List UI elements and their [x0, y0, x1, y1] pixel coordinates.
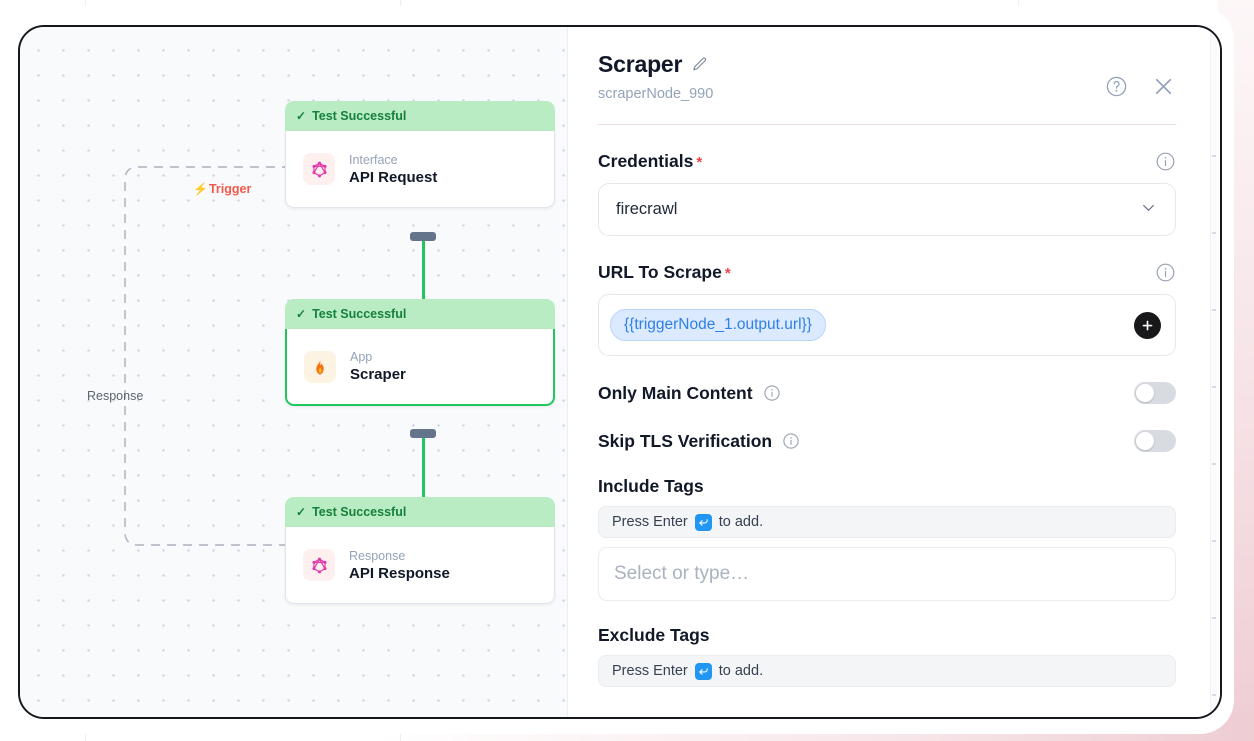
- help-circle-icon[interactable]: [1105, 75, 1128, 98]
- credentials-select[interactable]: firecrawl: [598, 183, 1176, 236]
- node-kind-label: Response: [349, 548, 406, 563]
- only-main-content-label: Only Main Content: [598, 382, 753, 403]
- credentials-value: firecrawl: [616, 200, 678, 218]
- app-panel: ⚡ Trigger Response ✓ Test Successful: [18, 25, 1222, 719]
- enter-key-icon: [694, 662, 712, 680]
- info-icon[interactable]: [763, 384, 781, 402]
- trigger-label-text: Trigger: [208, 182, 252, 196]
- graphql-icon: [303, 153, 335, 185]
- node-title-label: API Response: [349, 564, 450, 582]
- lightning-bolt-icon: ⚡: [193, 182, 208, 196]
- node-status-badge: ✓ Test Successful: [285, 497, 555, 527]
- include-tags-hint-suffix: to add.: [718, 514, 764, 530]
- node-handle-out-1[interactable]: [410, 232, 436, 241]
- node-status-badge: ✓ Test Successful: [285, 299, 555, 329]
- flame-icon: [304, 350, 336, 383]
- node-body[interactable]: Response API Response: [285, 527, 555, 604]
- inspector-content: Scraper scraperNode_990: [568, 27, 1210, 717]
- include-tags-input[interactable]: Select or type…: [598, 547, 1176, 601]
- credentials-label-text: Credentials: [598, 151, 694, 171]
- node-handle-out-2[interactable]: [410, 429, 436, 438]
- node-kind-label: App: [350, 350, 373, 364]
- trigger-label: ⚡ Trigger: [193, 182, 251, 196]
- skip-tls-verification-label: Skip TLS Verification: [598, 430, 773, 451]
- only-main-content-toggle[interactable]: [1134, 382, 1176, 404]
- exclude-tags-hint-suffix: to add.: [718, 663, 764, 679]
- inspector-header: Scraper scraperNode_990: [598, 51, 1176, 102]
- exclude-tags-hint: Press Enter to add.: [598, 655, 1176, 687]
- url-to-scrape-label: URL To Scrape*: [598, 262, 731, 283]
- required-marker: *: [724, 265, 731, 282]
- include-tags-hint: Press Enter to add.: [598, 506, 1176, 538]
- url-to-scrape-label-row: URL To Scrape*: [598, 262, 1176, 283]
- response-label: Response: [87, 389, 144, 403]
- check-icon: ✓: [296, 307, 307, 321]
- node-status-text: Test Successful: [312, 505, 407, 519]
- skip-tls-verification-row: Skip TLS Verification: [598, 430, 1176, 452]
- node-id-label: scraperNode_990: [598, 86, 714, 102]
- node-status-badge: ✓ Test Successful: [285, 101, 555, 131]
- credentials-label: Credentials*: [598, 151, 702, 172]
- include-tags-hint-prefix: Press Enter: [612, 514, 688, 530]
- check-icon: ✓: [296, 109, 307, 123]
- info-icon[interactable]: [1155, 262, 1176, 283]
- edge-scraper-to-response: [422, 432, 425, 515]
- pencil-icon[interactable]: [691, 56, 708, 73]
- exclude-tags-hint-prefix: Press Enter: [612, 663, 688, 679]
- required-marker: *: [696, 154, 703, 171]
- node-inspector-panel: Scraper scraperNode_990: [567, 27, 1220, 717]
- plus-icon[interactable]: [1134, 311, 1161, 339]
- canvas-node-api-response[interactable]: ✓ Test Successful: [285, 497, 555, 604]
- variable-token-chip[interactable]: {{triggerNode_1.output.url}}: [610, 309, 826, 341]
- close-icon[interactable]: [1151, 74, 1176, 99]
- info-icon[interactable]: [782, 432, 800, 450]
- check-icon: ✓: [296, 505, 307, 519]
- enter-key-icon: [694, 513, 712, 531]
- node-body[interactable]: Interface API Request: [285, 131, 555, 208]
- page-title: Scraper: [598, 51, 683, 77]
- url-to-scrape-input[interactable]: {{triggerNode_1.output.url}}: [598, 294, 1176, 356]
- edge-request-to-scraper: [422, 234, 425, 319]
- node-title-label: Scraper: [350, 366, 406, 383]
- include-tags-label: Include Tags: [598, 476, 704, 496]
- include-tags-label-row: Include Tags: [598, 476, 1176, 497]
- workflow-canvas[interactable]: ⚡ Trigger Response ✓ Test Successful: [20, 27, 567, 717]
- header-divider: [598, 124, 1176, 125]
- exclude-tags-label-row: Exclude Tags: [598, 625, 1176, 646]
- url-to-scrape-label-text: URL To Scrape: [598, 262, 722, 282]
- include-tags-placeholder: Select or type…: [614, 563, 750, 584]
- exclude-tags-label: Exclude Tags: [598, 625, 710, 645]
- canvas-node-scraper[interactable]: ✓ Test Successful App Scraper: [285, 299, 555, 406]
- node-status-text: Test Successful: [312, 109, 407, 123]
- node-body[interactable]: App Scraper: [285, 329, 555, 406]
- inspector-scrollbar[interactable]: [1210, 27, 1217, 717]
- chevron-down-icon: [1139, 198, 1158, 222]
- skip-tls-verification-toggle[interactable]: [1134, 430, 1176, 452]
- info-icon[interactable]: [1155, 151, 1176, 172]
- node-status-text: Test Successful: [312, 307, 407, 321]
- node-title-label: API Request: [349, 168, 438, 186]
- node-kind-label: Interface: [349, 152, 398, 167]
- graphql-icon: [303, 549, 335, 581]
- canvas-node-api-request[interactable]: ✓ Test Successful: [285, 101, 555, 208]
- credentials-label-row: Credentials*: [598, 151, 1176, 172]
- only-main-content-row: Only Main Content: [598, 382, 1176, 404]
